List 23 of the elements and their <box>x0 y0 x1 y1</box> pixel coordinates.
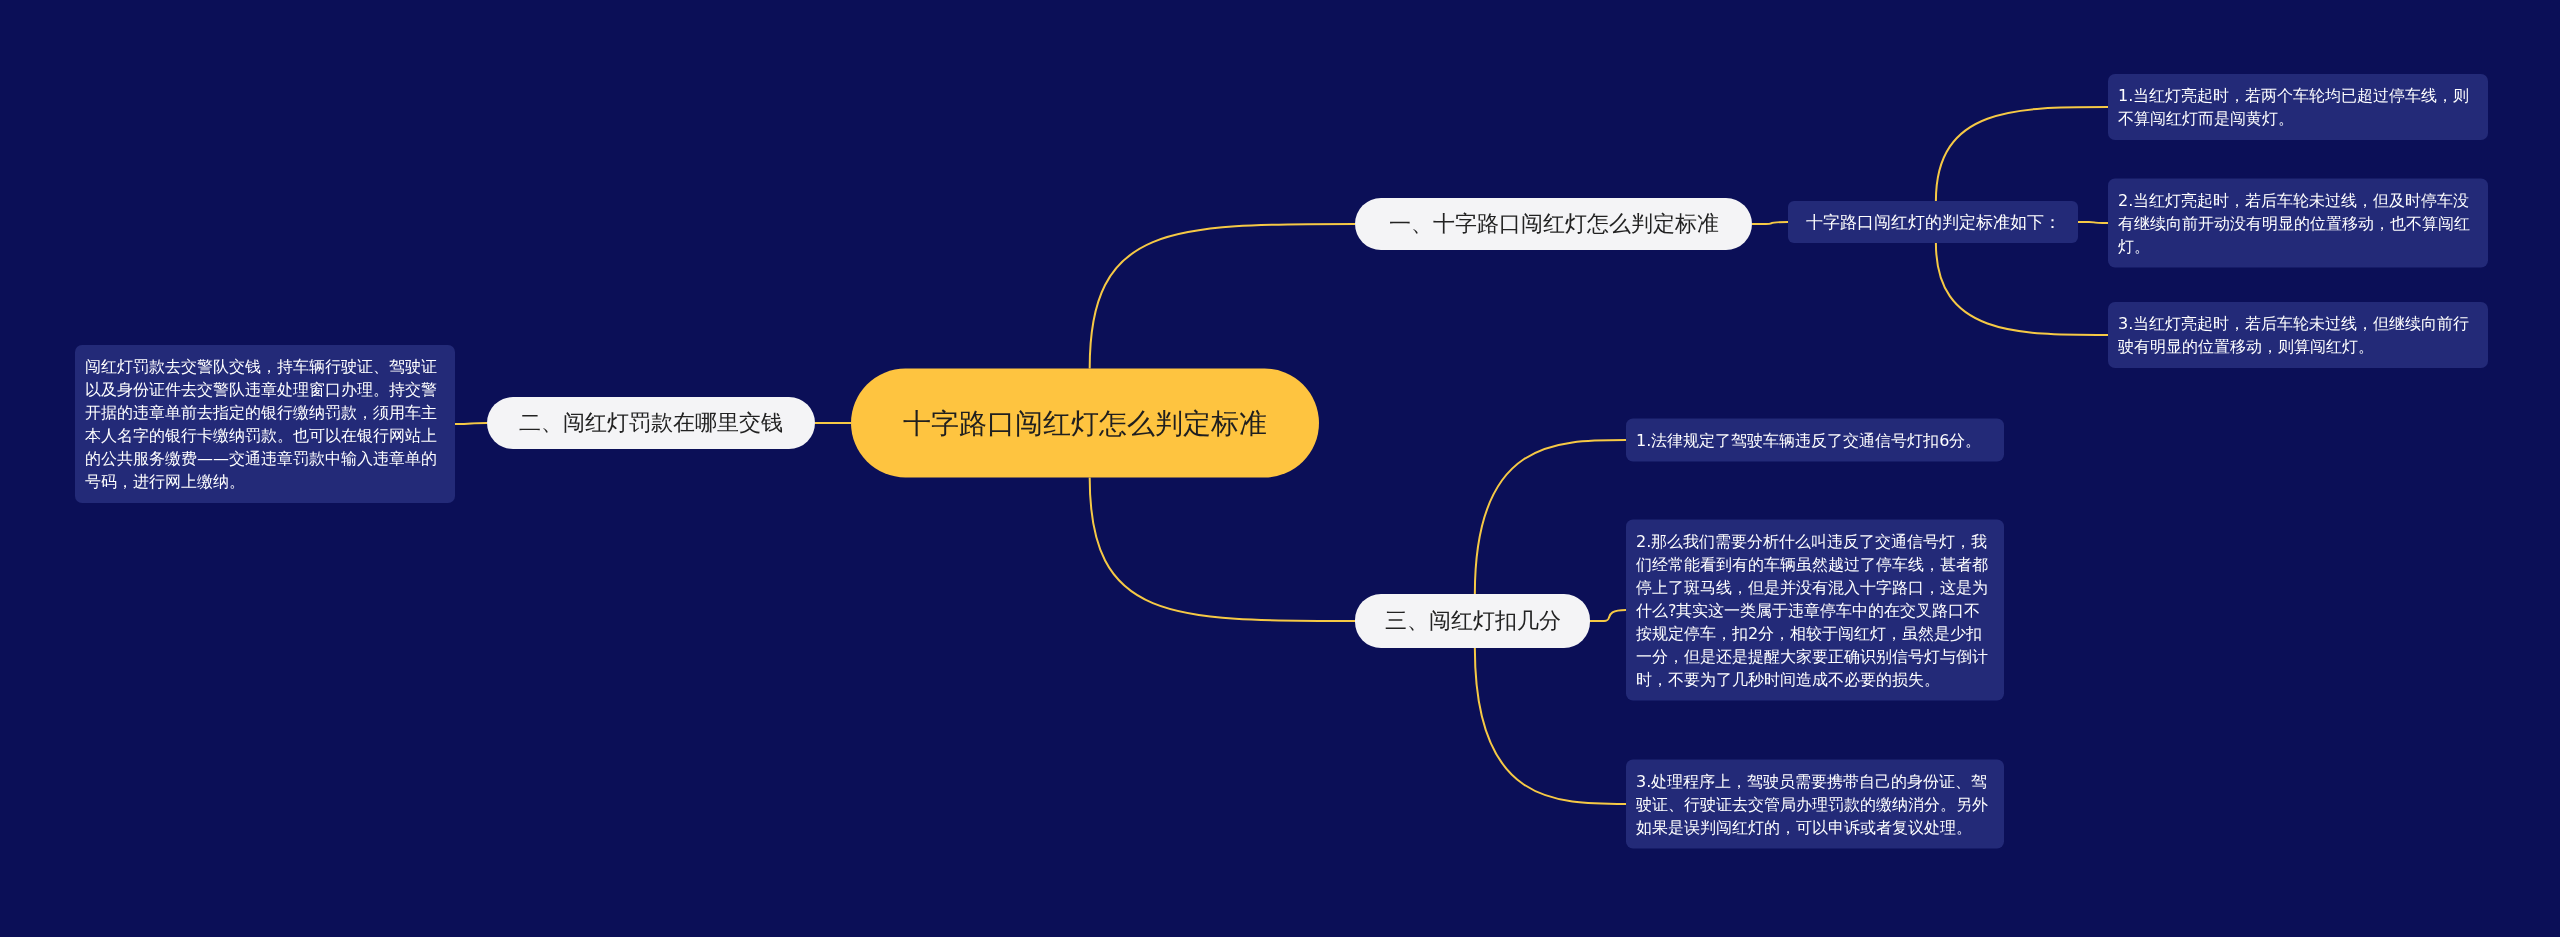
connector-line <box>1088 223 1356 370</box>
note-card: 1.法律规定了驾驶车辆违反了交通信号灯扣6分。 <box>1626 418 2004 462</box>
connector-line <box>1751 221 1789 225</box>
note-card: 1.当红灯亮起时，若两个车轮均已超过停车线，则不算闯红灯而是闯黄灯。 <box>2108 74 2488 140</box>
connector-line <box>2077 221 2109 224</box>
connector-line <box>1088 476 1356 622</box>
connector-line <box>1473 647 1627 805</box>
connector-line <box>454 422 488 425</box>
topic-pill: 一、十字路口闯红灯怎么判定标准 <box>1355 198 1752 250</box>
subtopic-label: 十字路口闯红灯的判定标准如下： <box>1788 201 2078 243</box>
connector-line <box>814 422 852 424</box>
topic-pill: 二、闯红灯罚款在哪里交钱 <box>487 397 815 449</box>
note-card: 闯红灯罚款去交警队交钱，持车辆行驶证、驾驶证以及身份证件去交警队违章处理窗口办理。持交警开据的违章单前去指定的银行缴纳罚款，须用车主本人名字的银行卡缴纳罚款。也可以在银行网站上的公共服务缴费——交通违章罚款中输入违章单的号码，进行网上缴纳。 <box>75 345 455 503</box>
central-topic: 十字路口闯红灯怎么判定标准 <box>851 368 1319 478</box>
note-card: 3.当红灯亮起时，若后车轮未过线，但继续向前行驶有明显的位置移动，则算闯红灯。 <box>2108 302 2488 368</box>
note-card: 3.处理程序上，驾驶员需要携带自己的身份证、驾驶证、行驶证去交管局办理罚款的缴纳消分。另外如果是误判闯红灯的，可以申诉或者复议处理。 <box>1626 759 2004 849</box>
connector-line <box>1589 609 1627 622</box>
connector-line <box>1934 242 2109 336</box>
topic-pill: 三、闯红灯扣几分 <box>1355 594 1590 648</box>
note-card: 2.那么我们需要分析什么叫违反了交通信号灯，我们经常能看到有的车辆虽然越过了停车线，甚者都停上了斑马线，但是并没有混入十字路口，这是为什么?其实这一类属于违章停车中的在交叉路口不按规定停车，扣2分，相较于闯红灯，虽然是少扣一分，但是还是提醒大家要正确识别信号灯与倒计时，不要为了几秒时间造成不必要的损失。 <box>1626 519 2004 701</box>
connector-line <box>1934 106 2109 202</box>
connector-line <box>1473 439 1627 595</box>
note-card: 2.当红灯亮起时，若后车轮未过线，但及时停车没有继续向前开动没有明显的位置移动，也不算闯红灯。 <box>2108 178 2488 268</box>
